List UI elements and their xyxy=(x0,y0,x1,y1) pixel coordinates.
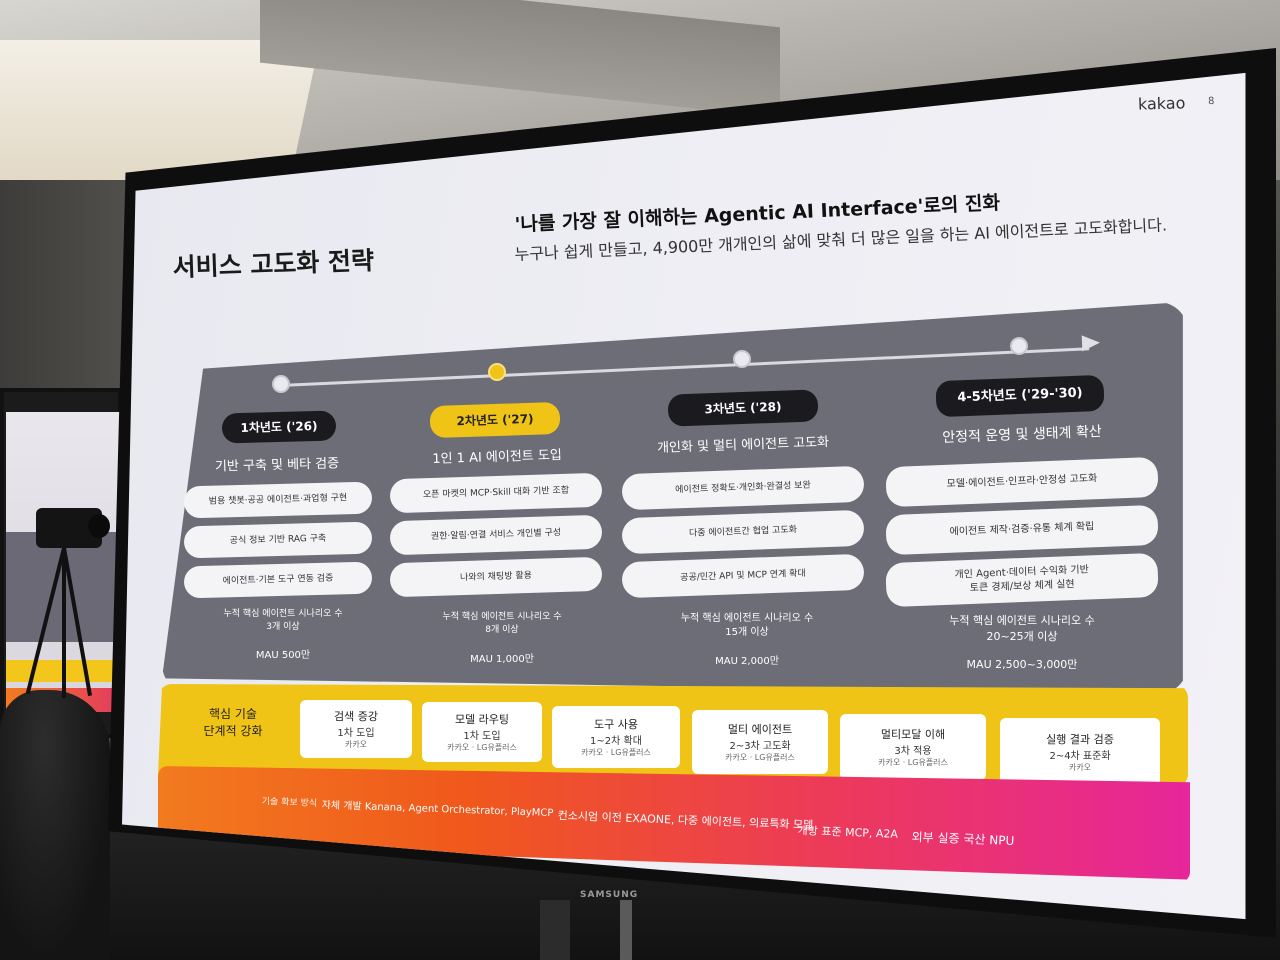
phase-metric-value: 3개 이상 xyxy=(266,622,300,632)
tripod-leg xyxy=(62,548,66,698)
phase-metric-label: 누적 핵심 에이전트 시나리오 수 xyxy=(442,612,562,622)
tech-strip-label-line: 단계적 강화 xyxy=(203,724,263,739)
audience-person xyxy=(0,690,110,960)
phase-metric-value: 20~25개 이상 xyxy=(986,630,1058,643)
phase-year-pill: 1차년도 ('26) xyxy=(221,410,337,444)
tech-card-stage: 1차 도입 xyxy=(337,728,375,739)
phase-item: 공식 정보 기반 RAG 구축 xyxy=(183,521,373,559)
timeline-dot xyxy=(1010,337,1028,355)
phase-item: 오픈 마켓의 MCP·Skill 대화 기반 조합 xyxy=(389,472,603,514)
tech-card-org: 카카오 · LG유플러스 xyxy=(878,758,948,767)
tech-card-stage: 3차 적용 xyxy=(894,746,932,757)
tech-strip-label: 핵심 기술 단계적 강화 xyxy=(178,706,288,741)
monitor-screen: kakao 8 서비스 고도화 전략 '나를 가장 잘 이해하는 Agentic… xyxy=(122,72,1246,920)
tech-card: 멀티 에이전트 2~3차 고도화 카카오 · LG유플러스 xyxy=(692,710,828,774)
tech-card: 실행 결과 검증 2~4차 표준화 카카오 xyxy=(1000,718,1160,786)
timeline-dot xyxy=(733,350,751,368)
timeline-dot-active xyxy=(488,363,506,381)
band-label: 기술 확보 방식 xyxy=(261,796,318,809)
presentation-slide: kakao 8 서비스 고도화 전략 '나를 가장 잘 이해하는 Agentic… xyxy=(122,73,1245,919)
monitor-stand xyxy=(540,900,570,960)
tech-card-org: 카카오 · LG유플러스 xyxy=(725,753,795,762)
phase-mau: MAU 2,500~3,000만 xyxy=(966,658,1078,671)
tech-card-stage: 1차 도입 xyxy=(463,731,501,742)
tech-card-name: 도구 사용 xyxy=(594,718,638,731)
monitor-stand-pole xyxy=(620,900,632,960)
phase-metric-label: 누적 핵심 에이전트 시나리오 수 xyxy=(949,614,1095,627)
slide-title: 서비스 고도화 전략 xyxy=(172,245,375,282)
phase-year-pill: 4-5차년도 ('29-'30) xyxy=(935,374,1105,418)
timeline-dot xyxy=(272,375,290,393)
phase-year-pill: 3차년도 ('28) xyxy=(667,389,819,427)
phase-metric-value: 8개 이상 xyxy=(485,625,519,635)
tech-card-stage: 2~3차 고도화 xyxy=(729,741,791,752)
tech-card: 도구 사용 1~2차 확대 카카오 · LG유플러스 xyxy=(552,706,680,768)
phase-item: 범용 챗봇·공공 에이전트·과업형 구현 xyxy=(183,481,373,519)
phase-metric-label: 누적 핵심 에이전트 시나리오 수 xyxy=(680,613,814,624)
tech-card-org: 카카오 xyxy=(1068,763,1092,772)
phase-item: 권한·알림·연결 서비스 개인별 구성 xyxy=(389,514,603,556)
tech-card-name: 멀티 에이전트 xyxy=(727,723,793,736)
tech-card: 멀티모달 이해 3차 적용 카카오 · LG유플러스 xyxy=(840,714,986,780)
tech-strip-label-line: 핵심 기술 xyxy=(209,707,257,721)
phase-metric-label: 누적 핵심 에이전트 시나리오 수 xyxy=(223,609,343,619)
brand-logo: kakao xyxy=(1137,93,1186,114)
phase-mau: MAU 500만 xyxy=(255,650,311,661)
camera-lens xyxy=(88,514,110,538)
monitor-brand: SAMSUNG xyxy=(580,890,639,900)
tech-card: 검색 증강 1차 도입 카카오 xyxy=(300,700,412,758)
tech-card-org: 카카오 · LG유플러스 xyxy=(581,748,651,757)
phase-title: 기반 구축 및 베타 검증 xyxy=(214,456,340,475)
tech-card-org: 카카오 xyxy=(344,740,368,749)
phase-metric-value: 15개 이상 xyxy=(725,627,769,638)
phase-mau: MAU 2,000만 xyxy=(715,656,779,667)
tech-card-name: 멀티모달 이해 xyxy=(880,728,946,741)
phase-item: 에이전트·기본 도구 연동 검증 xyxy=(183,561,373,599)
phase-year-pill-active: 2차년도 ('27) xyxy=(429,401,561,439)
phase-item: 나와의 채팅방 활용 xyxy=(389,556,603,598)
phase-mau: MAU 1,000만 xyxy=(470,654,534,665)
tech-card-stage: 2~4차 표준화 xyxy=(1049,751,1111,762)
tech-card-org: 카카오 · LG유플러스 xyxy=(447,743,517,752)
tech-card-name: 모델 라우팅 xyxy=(454,713,510,726)
tech-card: 모델 라우팅 1차 도입 카카오 · LG유플러스 xyxy=(422,702,542,762)
page-number: 8 xyxy=(1207,95,1215,108)
tech-card-name: 검색 증강 xyxy=(334,710,378,723)
tech-card-stage: 1~2차 확대 xyxy=(590,736,642,747)
timeline-arrow-icon xyxy=(1081,334,1101,352)
tech-card-name: 실행 결과 검증 xyxy=(1046,733,1114,746)
